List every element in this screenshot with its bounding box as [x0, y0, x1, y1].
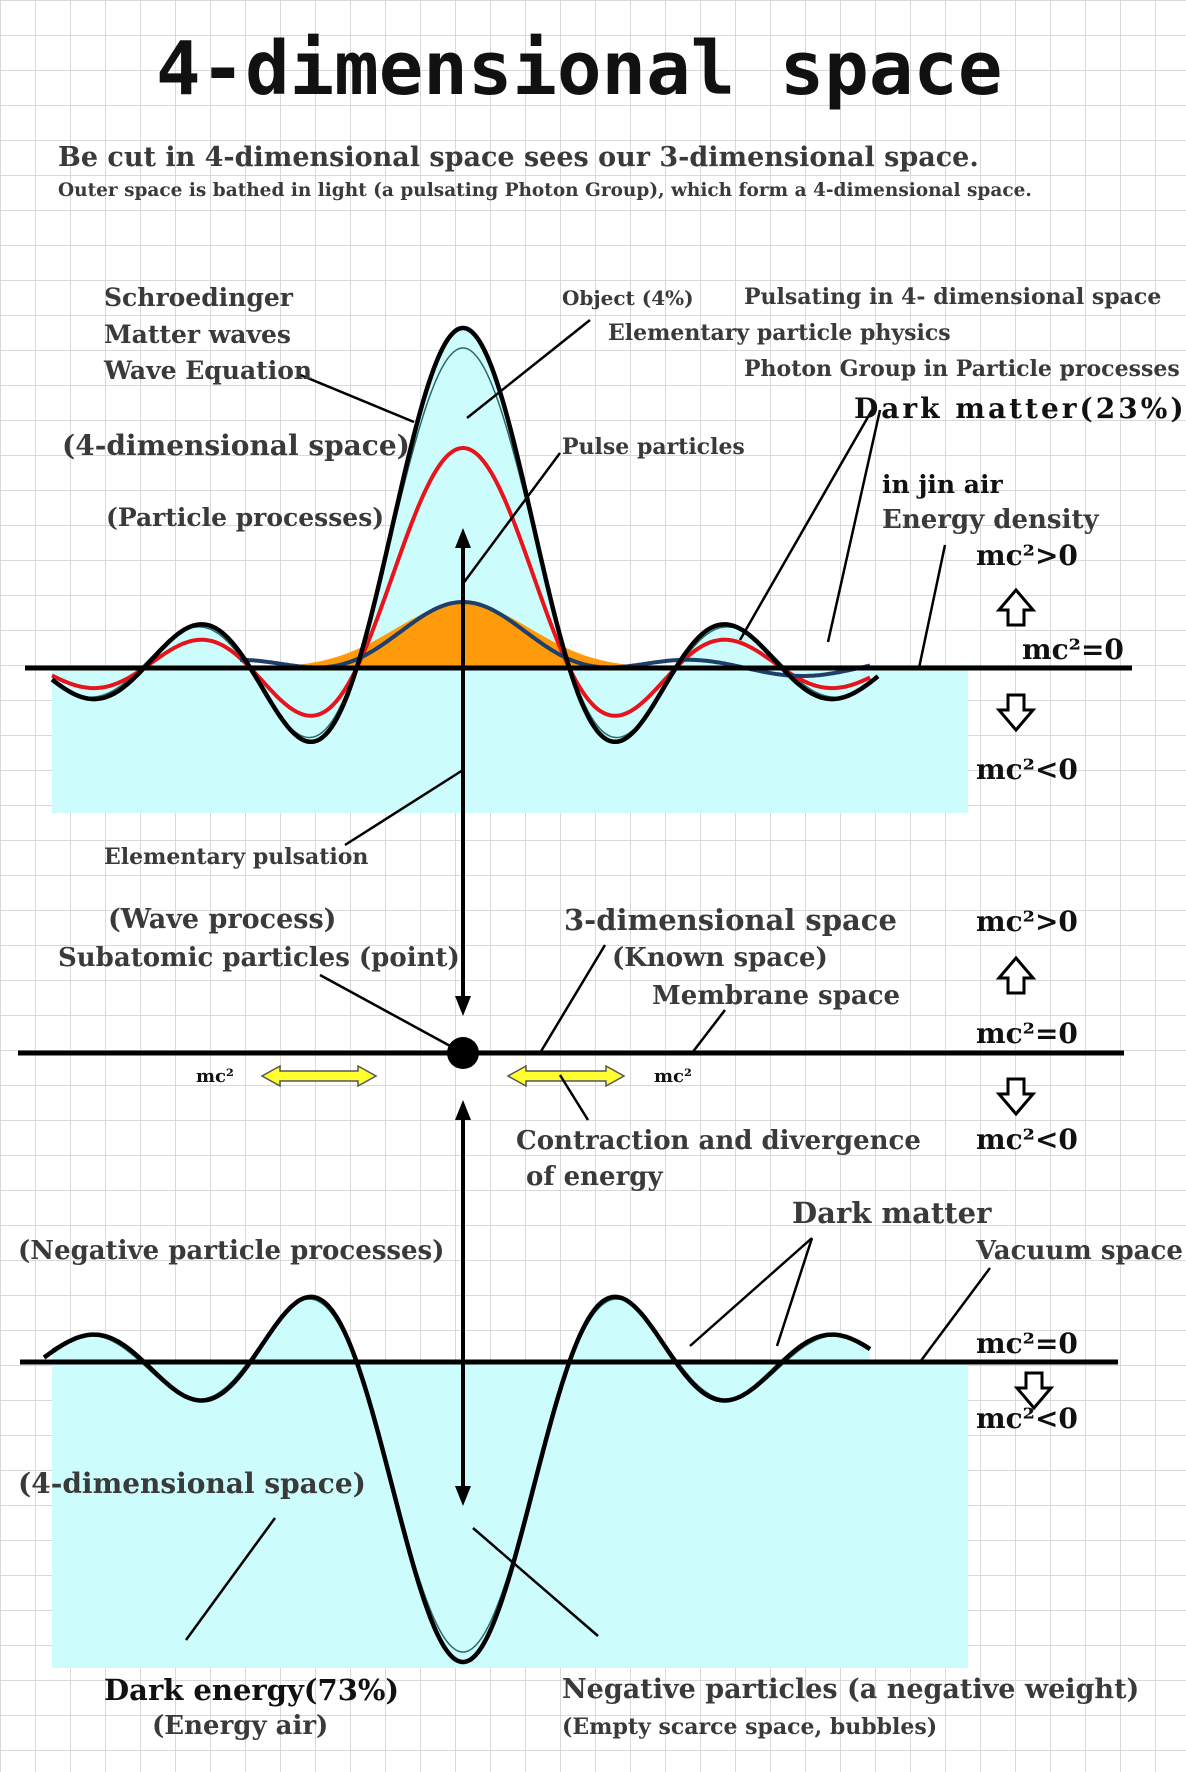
lower-black-wave: [42, 1294, 872, 1665]
label-negative-processes: (Negative particle processes): [18, 1236, 445, 1266]
label-vacuum-space: Vacuum space: [976, 1236, 1183, 1266]
leader-lines: [184, 319, 992, 1641]
label-mc-neg-lower: mc²<0: [976, 1402, 1078, 1435]
label-mc-neg-upper: mc²<0: [976, 753, 1078, 786]
label-schroedinger: Schroedinger: [104, 283, 293, 312]
upper-blue-wave: [240, 600, 871, 678]
upper-black-wave: [50, 325, 880, 745]
label-energy-air: (Energy air): [152, 1711, 329, 1741]
upper-red-wave: [51, 446, 871, 718]
subtitle: Be cut in 4-dimensional space sees our 3…: [58, 142, 979, 173]
down-arrow-lower: [1013, 1371, 1055, 1411]
label-mc-pos-middle: mc²>0: [976, 905, 1078, 938]
label-dark-matter-lower: Dark matter: [792, 1196, 992, 1230]
label-mc-pos-upper: mc²>0: [976, 539, 1078, 572]
label-wave-process: (Wave process): [108, 904, 337, 935]
negative-pulsation-arrow: [455, 1100, 471, 1506]
upper-pulse-fill: [245, 603, 870, 668]
up-arrow-upper: [995, 587, 1037, 627]
label-mc-right: mc²: [654, 1066, 692, 1087]
elementary-pulsation-arrow: [455, 528, 471, 1016]
label-of-energy: of energy: [526, 1162, 663, 1192]
label-4d-space-upper: (4-dimensional space): [62, 429, 410, 462]
label-known-space: (Known space): [612, 943, 828, 973]
yellow-double-arrow-right: [506, 1064, 626, 1088]
label-in-jin-air: in jin air: [882, 470, 1003, 499]
label-energy-density: Energy density: [882, 505, 1099, 535]
subtitle-2: Outer space is bathed in light (a pulsat…: [58, 180, 1032, 201]
label-particle-processes: (Particle processes): [106, 503, 385, 532]
yellow-double-arrow-left: [260, 1064, 378, 1088]
label-photon-group: Photon Group in Particle processes: [744, 356, 1180, 382]
label-mc-neg-middle: mc²<0: [976, 1123, 1078, 1156]
label-elementary-physics: Elementary particle physics: [608, 320, 951, 346]
label-empty-space: (Empty scarce space, bubbles): [562, 1714, 938, 1740]
label-wave-equation: Wave Equation: [104, 356, 313, 385]
label-pulsating: Pulsating in 4- dimensional space: [744, 284, 1162, 310]
up-arrow-middle: [995, 955, 1037, 995]
label-object: Object (4%): [562, 286, 694, 310]
label-dark-energy: Dark energy(73%): [104, 1673, 400, 1707]
label-pulse-particles: Pulse particles: [562, 434, 745, 460]
label-4d-space-lower: (4-dimensional space): [18, 1467, 366, 1500]
label-mc-zero-lower: mc²=0: [976, 1327, 1078, 1360]
down-arrow-middle: [995, 1077, 1037, 1117]
label-dark-matter-upper: Dark matter(23%): [854, 392, 1186, 425]
label-mc-zero-middle: mc²=0: [976, 1017, 1078, 1050]
label-mc-left: mc²: [196, 1066, 234, 1087]
down-arrow-upper: [995, 693, 1037, 733]
label-negative-particles: Negative particles (a negative weight): [562, 1674, 1140, 1705]
upper-wave-fill: [52, 328, 878, 668]
label-contraction: Contraction and divergence: [516, 1126, 921, 1156]
page-title: 4-dimensional space: [156, 26, 1003, 112]
label-3d-space: 3-dimensional space: [564, 903, 897, 937]
label-subatomic: Subatomic particles (point): [58, 943, 460, 973]
label-elementary-pulsation: Elementary pulsation: [104, 844, 369, 870]
label-mc-zero-upper: mc²=0: [1022, 633, 1124, 666]
label-matter-waves: Matter waves: [104, 320, 291, 349]
label-membrane: Membrane space: [652, 981, 901, 1011]
